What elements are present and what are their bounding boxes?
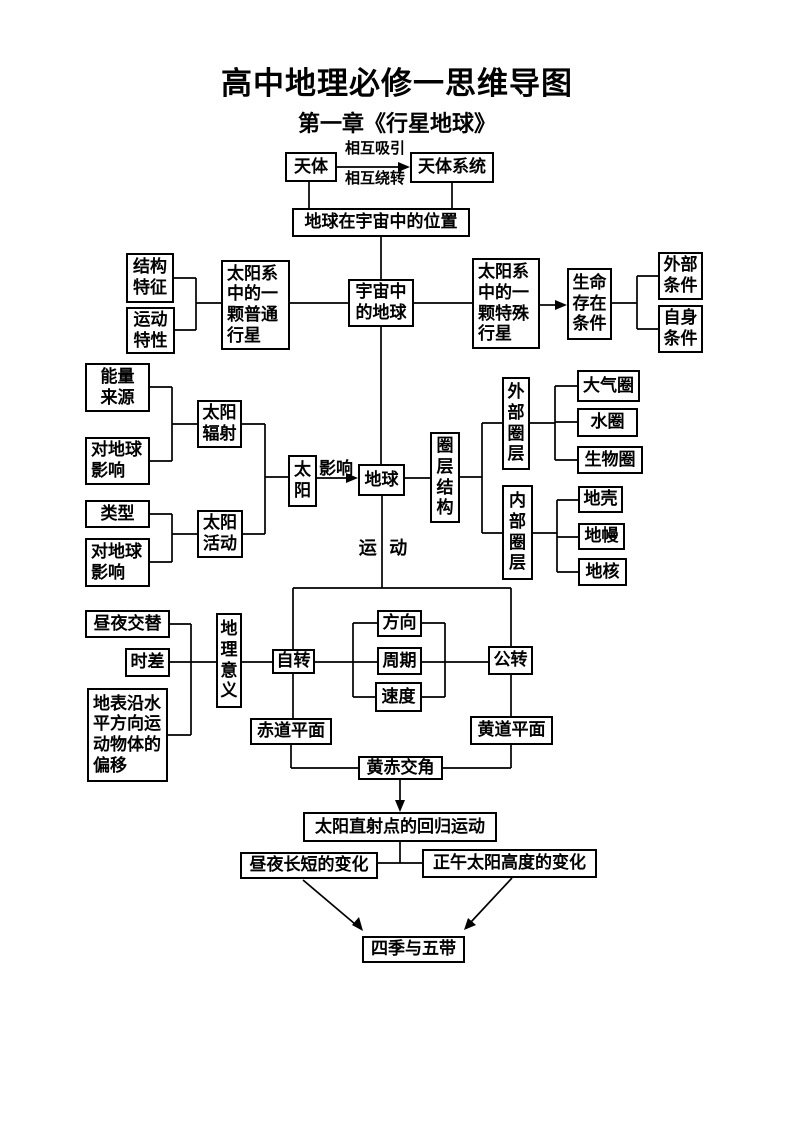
node-rotation: 自转	[272, 649, 315, 674]
node-ecliptic-plane: 黄道平面	[470, 716, 553, 745]
node-special-planet: 太阳系 中的一 颗特殊 行星	[472, 258, 540, 349]
node-equatorial-plane: 赤道平面	[250, 718, 332, 745]
node-biosphere: 生物圈	[577, 446, 643, 474]
label-mutual-revolution: 相互绕转	[344, 171, 405, 187]
label-motion: 运 动	[358, 538, 408, 558]
node-hydrosphere: 水圈	[577, 408, 638, 437]
node-obliquity: 黄赤交角	[358, 756, 443, 780]
node-direction: 方向	[377, 610, 422, 637]
label-influence: 影响	[319, 459, 353, 478]
node-external-spheres: 外 部 圈 层	[502, 377, 530, 470]
node-revolution: 公转	[488, 646, 533, 675]
node-self-conditions: 自身 条件	[658, 305, 703, 353]
arrow-connectors	[302, 162, 567, 931]
node-effect-on-earth-activity: 对地球 影响	[85, 538, 150, 587]
plain-connectors	[150, 180, 658, 864]
node-solar-radiation: 太阳 辐射	[197, 400, 242, 448]
node-speed: 速度	[375, 682, 422, 712]
node-period: 周期	[377, 647, 422, 675]
node-sphere-structure: 圈 层 结 构	[430, 432, 460, 523]
node-internal-spheres: 内 部 圈 层	[502, 485, 533, 580]
node-ordinary-planet: 太阳系 中的一 颗普通 行星	[221, 260, 290, 350]
node-earth-in-universe: 宇宙中 的地球	[348, 279, 414, 327]
node-seasons-and-zones: 四季与五带	[362, 936, 465, 963]
label-mutual-attraction: 相互吸引	[344, 141, 405, 157]
node-core: 地核	[578, 558, 627, 586]
node-solar-activity: 太阳 活动	[197, 510, 243, 558]
page-title: 高中地理必修一思维导图	[221, 66, 573, 101]
node-atmosphere: 大气圈	[577, 370, 640, 402]
node-life-conditions: 生命 存在 条件	[567, 268, 612, 340]
node-geographic-significance: 地 理 意 义	[216, 613, 242, 708]
node-crust: 地壳	[578, 486, 623, 513]
node-noon-sun-altitude-change: 正午太阳高度的变化	[422, 849, 597, 878]
chapter-subtitle: 第一章《行星地球》	[297, 111, 496, 136]
node-energy-source: 能量 来源	[85, 363, 150, 412]
node-type: 类型	[85, 500, 150, 528]
node-sun: 太 阳	[288, 455, 317, 507]
node-earth: 地球	[358, 464, 405, 496]
node-motion-property: 运动 特性	[126, 307, 175, 354]
node-celestial-body: 天体	[285, 152, 337, 182]
node-earth-position-in-universe: 地球在宇宙中的位置	[292, 208, 470, 237]
node-structure-feature: 结构 特征	[126, 253, 174, 303]
node-day-length-change: 昼夜长短的变化	[240, 852, 378, 879]
node-external-conditions: 外部 条件	[658, 252, 703, 300]
node-day-night-alternation: 昼夜交替	[85, 610, 170, 638]
node-deflection: 地表沿水 平方向运 动物体的 偏移	[87, 688, 168, 782]
node-subsolar-return-motion: 太阳直射点的回归运动	[303, 812, 497, 842]
node-mantle: 地幔	[578, 523, 625, 550]
node-time-difference: 时差	[125, 648, 170, 677]
node-celestial-system: 天体系统	[410, 152, 494, 183]
node-effect-on-earth-radiation: 对地球 影响	[85, 437, 150, 485]
